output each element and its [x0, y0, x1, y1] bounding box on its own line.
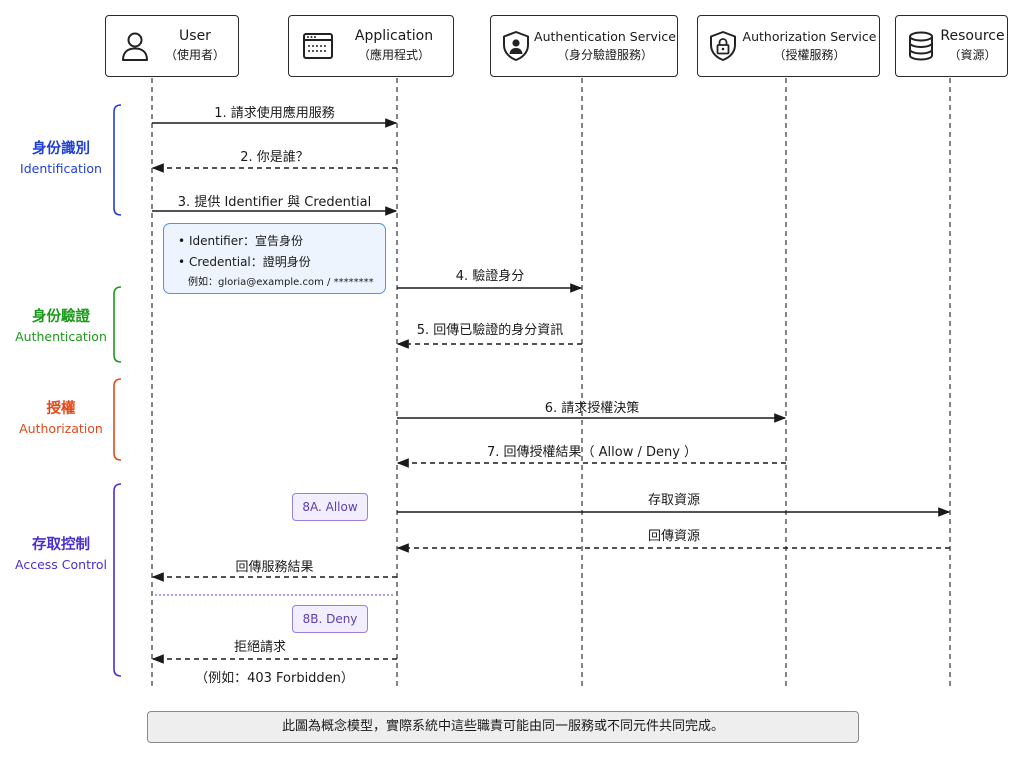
phase-identification: 身份識別 Identification	[0, 139, 122, 179]
app-window-icon	[303, 33, 333, 59]
badge-deny: 8B. Deny	[292, 605, 368, 633]
actor-authorization-service: Authorization Service （授權服務）	[697, 15, 880, 77]
actor-application: Application （應用程式）	[288, 15, 454, 77]
note-credential-text: Credential：證明身份	[189, 255, 311, 269]
actor-name: Authentication Service	[534, 29, 676, 44]
phase-title-en: Authentication	[15, 329, 107, 344]
message-label: 拒絕請求	[233, 640, 286, 655]
message-label: 4. 驗證身分	[455, 269, 525, 284]
note-identifier-text: Identifier：宣告身份	[189, 234, 304, 248]
user-icon	[122, 32, 148, 61]
message-label: 回傳服務結果	[235, 560, 314, 575]
actor-name: User	[179, 28, 211, 44]
actor-name-zh: （授權服務）	[773, 48, 846, 62]
message-label: 6. 請求授權決策	[544, 401, 640, 416]
message-label: 5. 回傳已驗證的身分資訊	[416, 323, 564, 338]
actor-name-zh: （使用者）	[164, 48, 225, 62]
message-label: 2. 你是誰？	[240, 150, 309, 165]
footer-note: 此圖為概念模型，實際系統中這些職責可能由同一服務或不同元件共同完成。	[147, 711, 859, 743]
actor-authentication-service: Authentication Service （身分驗證服務）	[490, 15, 678, 77]
phase-title-zh: 授權	[46, 401, 76, 417]
database-icon	[909, 31, 933, 61]
message-label: 回傳資源	[647, 529, 700, 544]
phase-title-zh: 身份識別	[32, 141, 90, 157]
phase-title-en: Identification	[20, 161, 102, 176]
phase-access-control: 存取控制 Access Control	[0, 535, 122, 575]
actor-user: User （使用者）	[105, 15, 239, 77]
note-example: 例如：gloria@example.com / ********	[188, 277, 374, 288]
phase-title-en: Authorization	[19, 421, 103, 436]
shield-lock-icon	[710, 31, 736, 61]
phase-bracket	[113, 286, 122, 363]
phase-title-en: Access Control	[15, 557, 107, 572]
phase-title-zh: 身份驗證	[32, 309, 90, 325]
badge-allow: 8A. Allow	[292, 493, 368, 521]
actor-name-zh: （身分驗證服務）	[556, 48, 653, 62]
message-label: 7. 回傳授權結果（ Allow / Deny ）	[486, 445, 698, 460]
credential-note: •Identifier：宣告身份 •Credential：證明身份 例如：glo…	[163, 223, 386, 294]
note-identifier-line: •Identifier：宣告身份	[178, 234, 304, 248]
phase-authentication: 身份驗證 Authentication	[0, 307, 122, 347]
actor-name: Application	[354, 28, 434, 44]
phase-bracket	[113, 483, 122, 677]
note-credential-line: •Credential：證明身份	[178, 255, 311, 269]
phase-title-zh: 存取控制	[32, 537, 90, 553]
actor-name-zh: （應用程式）	[357, 48, 430, 62]
message-label: 1. 請求使用應用服務	[214, 106, 335, 121]
actor-name: Authorization Service	[742, 29, 877, 44]
phase-bracket	[113, 104, 122, 216]
message-label: 存取資源	[647, 493, 700, 508]
phase-authorization: 授權 Authorization	[0, 399, 122, 439]
actor-name: Resource	[940, 28, 1005, 44]
shield-user-icon	[503, 31, 529, 61]
message-label: 3. 提供 Identifier 與 Credential	[177, 195, 372, 210]
actor-name-zh: （資源）	[948, 48, 997, 62]
actor-resource: Resource （資源）	[895, 15, 1008, 77]
phase-bracket	[113, 378, 122, 461]
deny-example: （例如：403 Forbidden）	[195, 671, 354, 686]
